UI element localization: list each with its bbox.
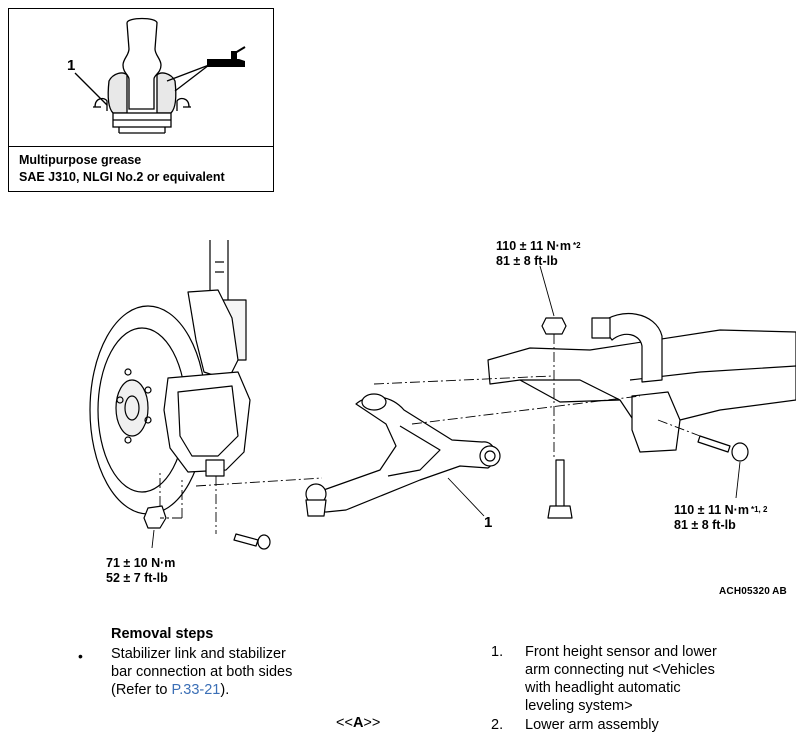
grease-caption-line1: Multipurpose grease (19, 153, 142, 167)
page-reference-link[interactable]: P.33-21 (171, 682, 221, 698)
grease-inset-box: 1 Multipurpose grease SAE J310, NLGI No.… (8, 8, 274, 192)
left-nut (143, 505, 167, 529)
stabilizer-bar (599, 312, 663, 383)
center-bolt (555, 459, 565, 509)
step1-text: Front height sensor and lower arm connec… (525, 643, 717, 715)
bullet-step-line3-prefix: (Refer to (111, 682, 172, 698)
left-bolt (233, 533, 259, 547)
torque-top-callout: 110 ± 11 N·m*2 81 ± 8 ft-lb (496, 238, 581, 269)
torque-left-nm: 71 ± 10 N·m (106, 556, 176, 570)
bullet-symbol: • (78, 648, 83, 664)
bullet-step-line3-suffix: ). (220, 682, 230, 698)
knuckle (187, 289, 239, 381)
procedure-marker: <<A>> (336, 714, 380, 732)
marker-letter: A (352, 715, 364, 731)
grease-caption-line2: SAE J310, NLGI No.2 or equivalent (19, 170, 225, 184)
ball-joint-illustration (74, 17, 246, 134)
torque-right-callout: 110 ± 11 N·m*1, 2 81 ± 8 ft-lb (674, 502, 767, 533)
step1-line3: with headlight automatic (525, 680, 681, 696)
right-bolt (697, 435, 731, 453)
marker-suffix: >> (363, 715, 381, 731)
bullet-step-text: Stabilizer link and stabilizer bar conne… (111, 645, 292, 699)
inset-divider (9, 146, 273, 147)
bullet-step-line1: Stabilizer link and stabilizer (111, 646, 286, 662)
step2-number: 2. (491, 717, 504, 733)
step1-number: 1. (491, 644, 504, 660)
lower-arm (311, 396, 496, 513)
figure-code-suffix: AB (772, 586, 787, 597)
marker-prefix: << (336, 715, 353, 731)
torque-top-nm: 110 ± 11 N·m (496, 239, 571, 253)
grease-gun-icon (207, 46, 246, 67)
torque-top-note: *2 (572, 241, 581, 250)
brake-caliper (163, 371, 251, 473)
torque-left-ftlb: 52 ± 7 ft-lb (106, 571, 168, 585)
step1-line4: leveling system> (525, 698, 633, 714)
diagram-part-number: 1 (484, 514, 493, 531)
figure-code-main: ACH05320 (719, 586, 771, 597)
torque-top-ftlb: 81 ± 8 ft-lb (496, 254, 558, 268)
torque-right-note: *1, 2 (750, 505, 768, 514)
removal-steps-title: Removal steps (111, 626, 214, 642)
step2-text: Lower arm assembly (525, 717, 659, 733)
torque-right-ftlb: 81 ± 8 ft-lb (674, 518, 736, 532)
step1-line2: arm connecting nut <Vehicles (525, 662, 715, 678)
grease-caption: Multipurpose grease SAE J310, NLGI No.2 … (19, 152, 225, 186)
inset-part-number: 1 (67, 57, 76, 74)
bullet-step-line2: bar connection at both sides (111, 664, 293, 680)
top-nut (541, 317, 567, 335)
step1-line1: Front height sensor and lower (525, 644, 717, 660)
torque-right-nm: 110 ± 11 N·m (674, 503, 749, 517)
torque-left-callout: 71 ± 10 N·m 52 ± 7 ft-lb (106, 556, 175, 586)
